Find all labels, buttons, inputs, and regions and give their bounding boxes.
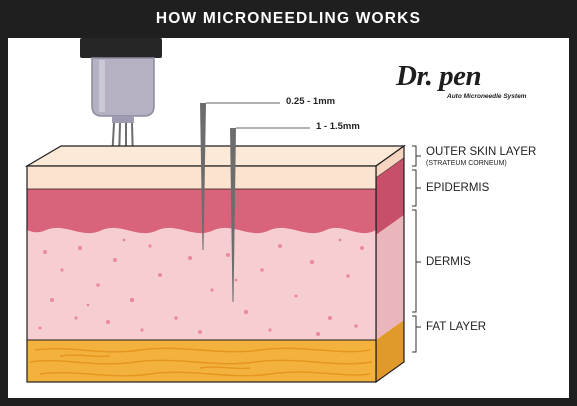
fat-texture (29, 347, 373, 377)
needle-long (230, 127, 310, 302)
label-fat-layer: FAT LAYER (426, 321, 487, 333)
depth-label-long: 1 - 1.5mm (316, 121, 360, 132)
microneedle-device-icon (80, 38, 162, 161)
label-outer-skin-layer: OUTER SKIN LAYER (426, 146, 537, 158)
epidermis-layer (27, 176, 376, 234)
skin-block (24, 144, 406, 384)
brand-name: Dr. pen (396, 60, 482, 92)
fat-layer (27, 340, 376, 382)
label-dermis: DERMIS (426, 256, 471, 268)
depth-label-short: 0.25 - 1mm (286, 96, 336, 107)
label-epidermis: EPIDERMIS (426, 182, 490, 194)
needle-short (200, 102, 280, 250)
layer-brackets (412, 145, 421, 353)
dermis-dots (38, 238, 364, 336)
brand-logo: Dr. pen Auto Microneedle System (396, 60, 556, 101)
page-title: HOW MICRONEEDLING WORKS (155, 10, 422, 27)
label-outer-skin-sub: (STRATEUM CORNEUM) (426, 160, 507, 167)
brand-tagline: Auto Microneedle System (447, 93, 527, 100)
